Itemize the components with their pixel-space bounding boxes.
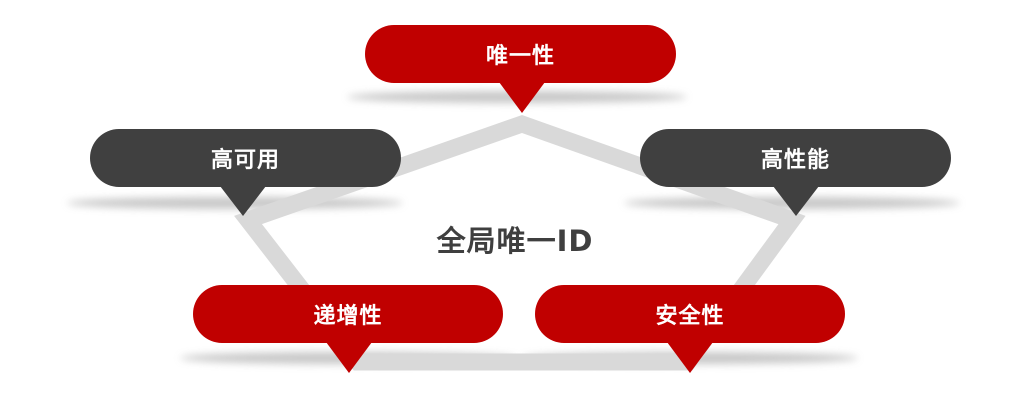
- node-security: 安全性: [535, 285, 845, 343]
- node-incremental-label: 递增性: [313, 304, 383, 329]
- node-security-label: 安全性: [655, 304, 725, 329]
- node-high-availability: 高可用: [90, 129, 401, 187]
- node-uniqueness-pointer: [499, 82, 545, 113]
- node-incremental: 递增性: [193, 285, 503, 343]
- node-high-performance: 高性能: [640, 129, 951, 187]
- pentagon-outline: [234, 114, 806, 371]
- node-security-pointer: [667, 342, 713, 373]
- node-high-performance-label: 高性能: [760, 148, 830, 173]
- center-title: 全局唯一ID: [436, 224, 594, 258]
- node-high-availability-label: 高可用: [210, 148, 280, 173]
- node-high-performance-pointer: [773, 186, 819, 216]
- node-uniqueness-label: 唯一性: [485, 44, 555, 69]
- node-uniqueness: 唯一性: [365, 25, 676, 83]
- node-incremental-pointer: [326, 342, 372, 373]
- node-high-availability-pointer: [220, 186, 266, 216]
